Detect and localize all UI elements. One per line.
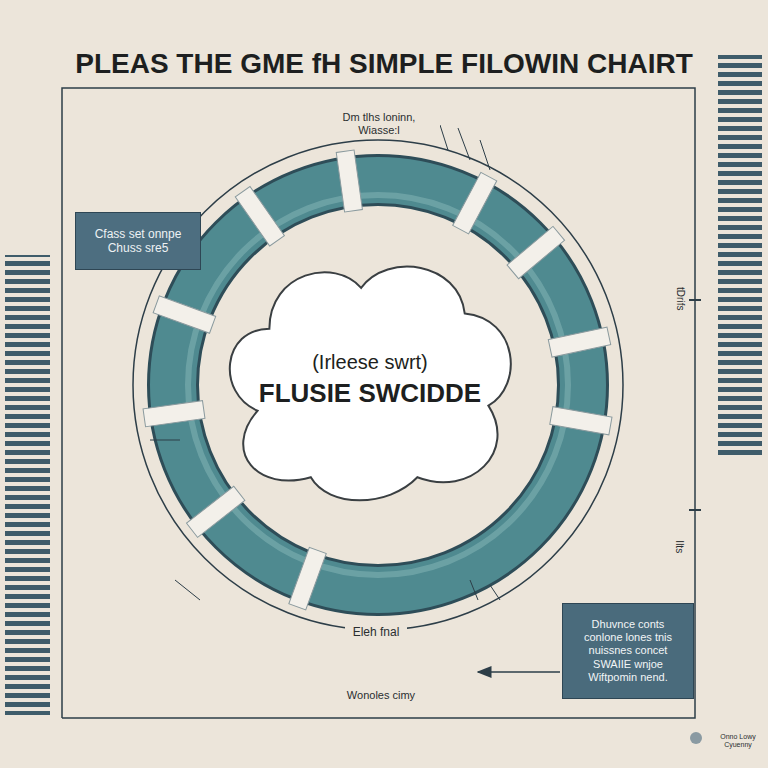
callout-text: Cfass set onnpe Chuss sre5: [84, 227, 192, 256]
cloud-heading: FLUSIE SWCIDDE: [259, 378, 481, 409]
ring-tabs: [143, 150, 612, 610]
axis-label: Ilts: [672, 528, 686, 566]
note-label: Wonoles cimy: [318, 688, 444, 703]
callout-box: Dhuvnce conts conlone lones tnis nuissne…: [562, 603, 694, 699]
ring-border: [173, 180, 583, 590]
frame: [62, 88, 695, 718]
axis-tick: [689, 300, 701, 510]
title: PLEAS THE GME fH SIMPLE FILOWIN CHAIRT: [0, 48, 768, 80]
note-label: Eleh fnal: [345, 625, 407, 641]
cloud-node: (Irleese swrt) FLUSIE SWCIDDE: [222, 252, 518, 508]
stripe-panel: [5, 255, 50, 715]
ring-inner: [188, 195, 568, 575]
leader-arrow: [478, 671, 560, 673]
cloud-subtitle: (Irleese swrt): [312, 350, 428, 374]
leader-line: [440, 125, 490, 170]
watermark: Onno Lowy Cyuenny: [704, 732, 768, 750]
cloud-shape: [230, 267, 511, 501]
outer-circle: [133, 140, 623, 630]
callout-box: Cfass set onnpe Chuss sre5: [75, 212, 201, 270]
ring: [173, 180, 583, 590]
stripe-panel: [718, 55, 762, 455]
note-label: Dm tlhs loninn, Wiasse:l: [318, 110, 440, 137]
callout-text: Dhuvnce conts conlone lones tnis nuissne…: [571, 618, 685, 684]
logo-icon: [690, 732, 702, 744]
axis-label: tDrifs: [673, 274, 687, 324]
